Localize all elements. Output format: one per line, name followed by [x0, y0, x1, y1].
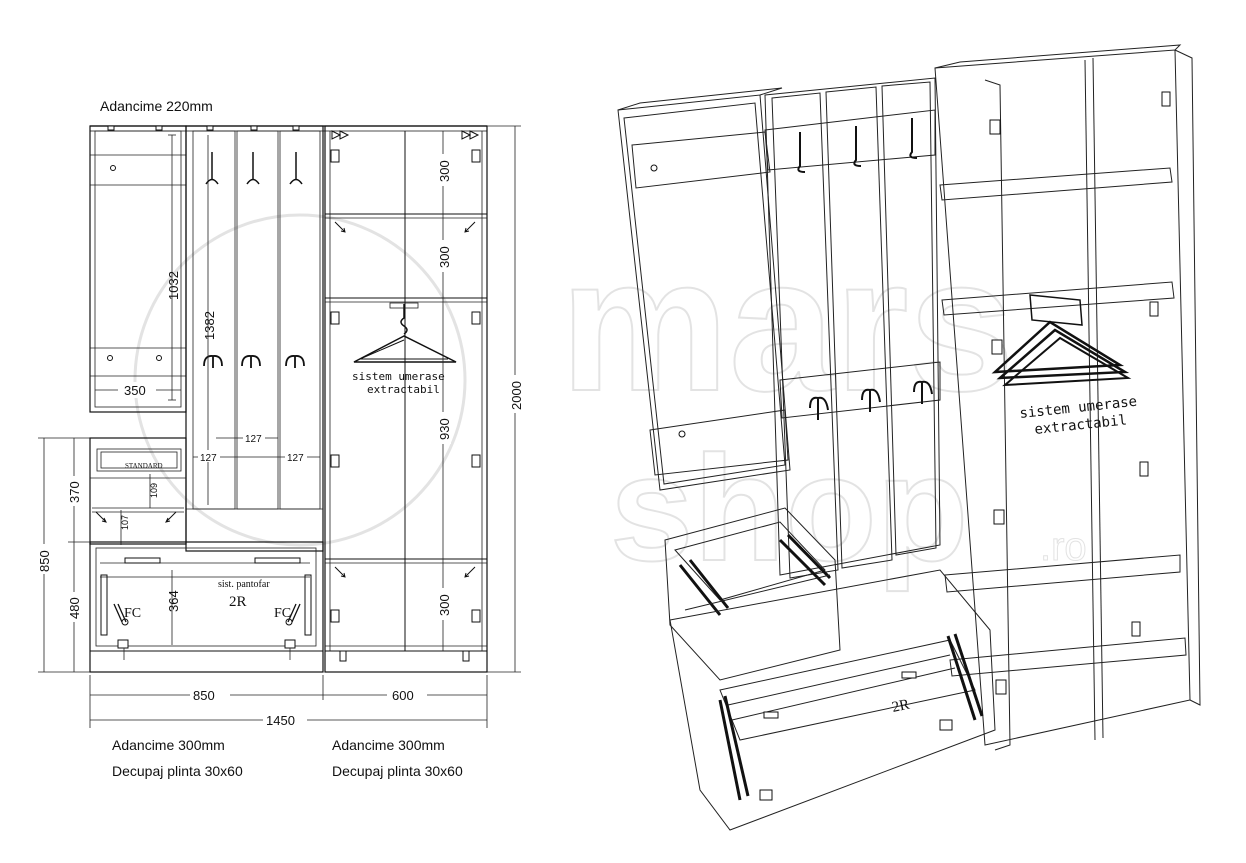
- drawer-label: STANDARD: [125, 462, 163, 470]
- iso-mirror-panel: [617, 87, 791, 491]
- mirror-panel: 1032 350: [89, 125, 187, 413]
- watermark-logo-ring: [133, 213, 467, 547]
- dim-shelf-2: 300: [437, 246, 452, 268]
- iso-shoe-cabinet: 2R: [669, 569, 996, 831]
- coat-hook-icon: [203, 152, 305, 368]
- dim-hang: 930: [437, 418, 452, 440]
- bench-drawer: STANDARD 109 107: [89, 437, 187, 545]
- dim-left-width: 850: [193, 688, 215, 703]
- depth-top-label: Adancime 220mm: [100, 98, 213, 114]
- depth-left-label: Adancime 300mm: [112, 737, 225, 753]
- hanger-label-2: extractabil: [367, 383, 440, 396]
- dim-total-width: 1450: [266, 713, 295, 728]
- depth-right-label: Adancime 300mm: [332, 737, 445, 753]
- dim-shoe-zone: 480: [67, 597, 82, 619]
- dim-hook-panel-height: 1382: [202, 311, 217, 340]
- dim-panel-width-1: 127: [200, 453, 217, 464]
- hanger-icon: [353, 302, 457, 363]
- fc-right-label: FC: [274, 606, 291, 621]
- fc-left-label: FC: [124, 606, 141, 621]
- hinge-icon: [330, 149, 481, 623]
- front-view: Adancime 220mm 1032 350: [35, 98, 524, 779]
- coat-hook-icon: [797, 118, 933, 420]
- dim-panel-width-2: 127: [245, 434, 262, 445]
- plinth-right-label: Decupaj plinta 30x60: [332, 763, 463, 779]
- shoe-system-label: sist. pantofar: [218, 579, 270, 590]
- dim-right-width: 600: [392, 688, 414, 703]
- hook-panels: 1382 127 127 127: [185, 125, 324, 552]
- tall-cabinet: sistem umerase extractabil 300 300 930 3…: [324, 125, 488, 673]
- dim-mirror-width: 350: [124, 383, 146, 398]
- dim-drawer-zone: 370: [67, 481, 82, 503]
- iso-bench: [664, 507, 841, 681]
- left-dimensions: 850 370 480: [35, 437, 90, 673]
- hanger-label-1: sistem umerase: [352, 370, 445, 383]
- iso-hook-panels: [764, 77, 941, 579]
- watermark-line1: mars: [560, 219, 1014, 431]
- dim-panel-width-3: 127: [287, 453, 304, 464]
- plinth-left-label: Decupaj plinta 30x60: [112, 763, 243, 779]
- iso-shoe-code: 2R: [891, 697, 911, 716]
- bottom-dimensions: 850 600 1450: [89, 675, 488, 728]
- watermark-suffix: .ro: [1040, 525, 1087, 569]
- dim-bench-height: 850: [37, 550, 52, 572]
- iso-hanger-icon: [991, 294, 1132, 387]
- dim-total-height: 2000: [509, 381, 524, 410]
- shoe-cabinet: sist. pantofar 2R 364 FC FC: [89, 541, 324, 673]
- dim-drawer-height: 109: [149, 483, 159, 498]
- shoe-system-code: 2R: [229, 594, 247, 610]
- dim-shelf-bottom: 300: [437, 594, 452, 616]
- dim-shelf-top: 300: [437, 160, 452, 182]
- dim-drawer-gap: 107: [120, 515, 130, 530]
- dim-mirror-height: 1032: [166, 271, 181, 300]
- hinge-icon: [989, 91, 1171, 695]
- dim-shoe-height: 364: [166, 590, 181, 612]
